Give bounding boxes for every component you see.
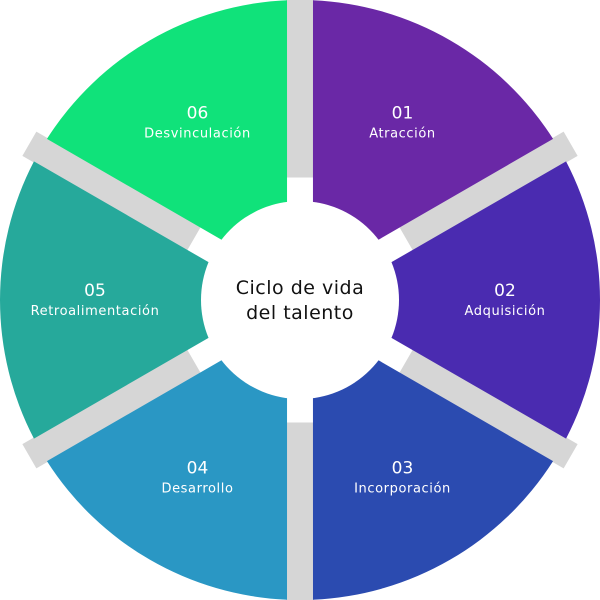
connector-4 [286,422,314,600]
stage-number: 04 [187,459,209,479]
stage-segment-shape [312,0,554,242]
connector-5 [22,349,201,469]
connector-6 [22,131,201,251]
stage-number: 05 [84,281,106,301]
stage-segment-shape [0,161,213,439]
stage-number: 01 [392,103,414,123]
stage-segment-shape [46,0,288,242]
center-title-line1: Ciclo de vida [236,277,364,299]
stage-label: Atracción [369,126,436,141]
connector-3 [399,349,578,469]
center-title-line2: del talento [246,302,354,324]
connectors [22,0,578,600]
stage-segment-shape [46,358,288,600]
stage-number: 02 [494,281,516,301]
stage-label: Desvinculación [144,126,251,141]
stage-label: Adquisición [465,304,546,319]
center-hub: Ciclo de vida del talento [201,201,399,399]
stage-label: Desarrollo [161,482,233,497]
connector-1 [286,0,314,178]
stage-segment-shape [387,161,600,439]
stage-number: 03 [392,459,414,479]
stage-segment-shape [312,358,554,600]
stage-label: Retroalimentación [31,304,160,319]
stage-label: Incorporación [354,482,451,497]
stage-number: 06 [187,103,209,123]
connector-2 [399,131,578,251]
